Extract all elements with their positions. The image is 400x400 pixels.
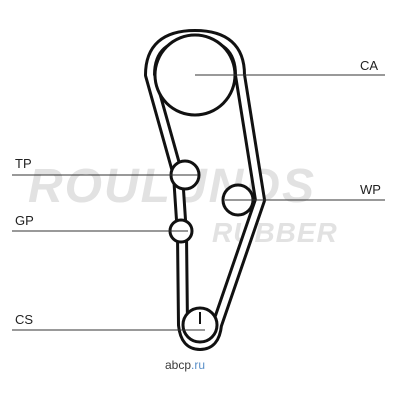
belt [144,29,266,351]
label-cs: CS [15,312,33,327]
belt-inner [147,32,263,348]
leader-lines [12,74,385,331]
label-ca: CA [360,58,378,73]
footer-tld: .ru [191,358,205,372]
footer-brand: abcp [165,358,191,372]
label-tp: TP [15,156,32,171]
label-wp: WP [360,182,381,197]
crankshaft-pulley [181,306,219,344]
watermark-subtitle: RUBBER [212,217,338,248]
label-gp: GP [15,213,34,228]
labels: CA TP WP GP CS [15,58,381,327]
footer-watermark: abcp.ru [165,358,205,372]
svg-text:abcp.ru: abcp.ru [165,358,205,372]
